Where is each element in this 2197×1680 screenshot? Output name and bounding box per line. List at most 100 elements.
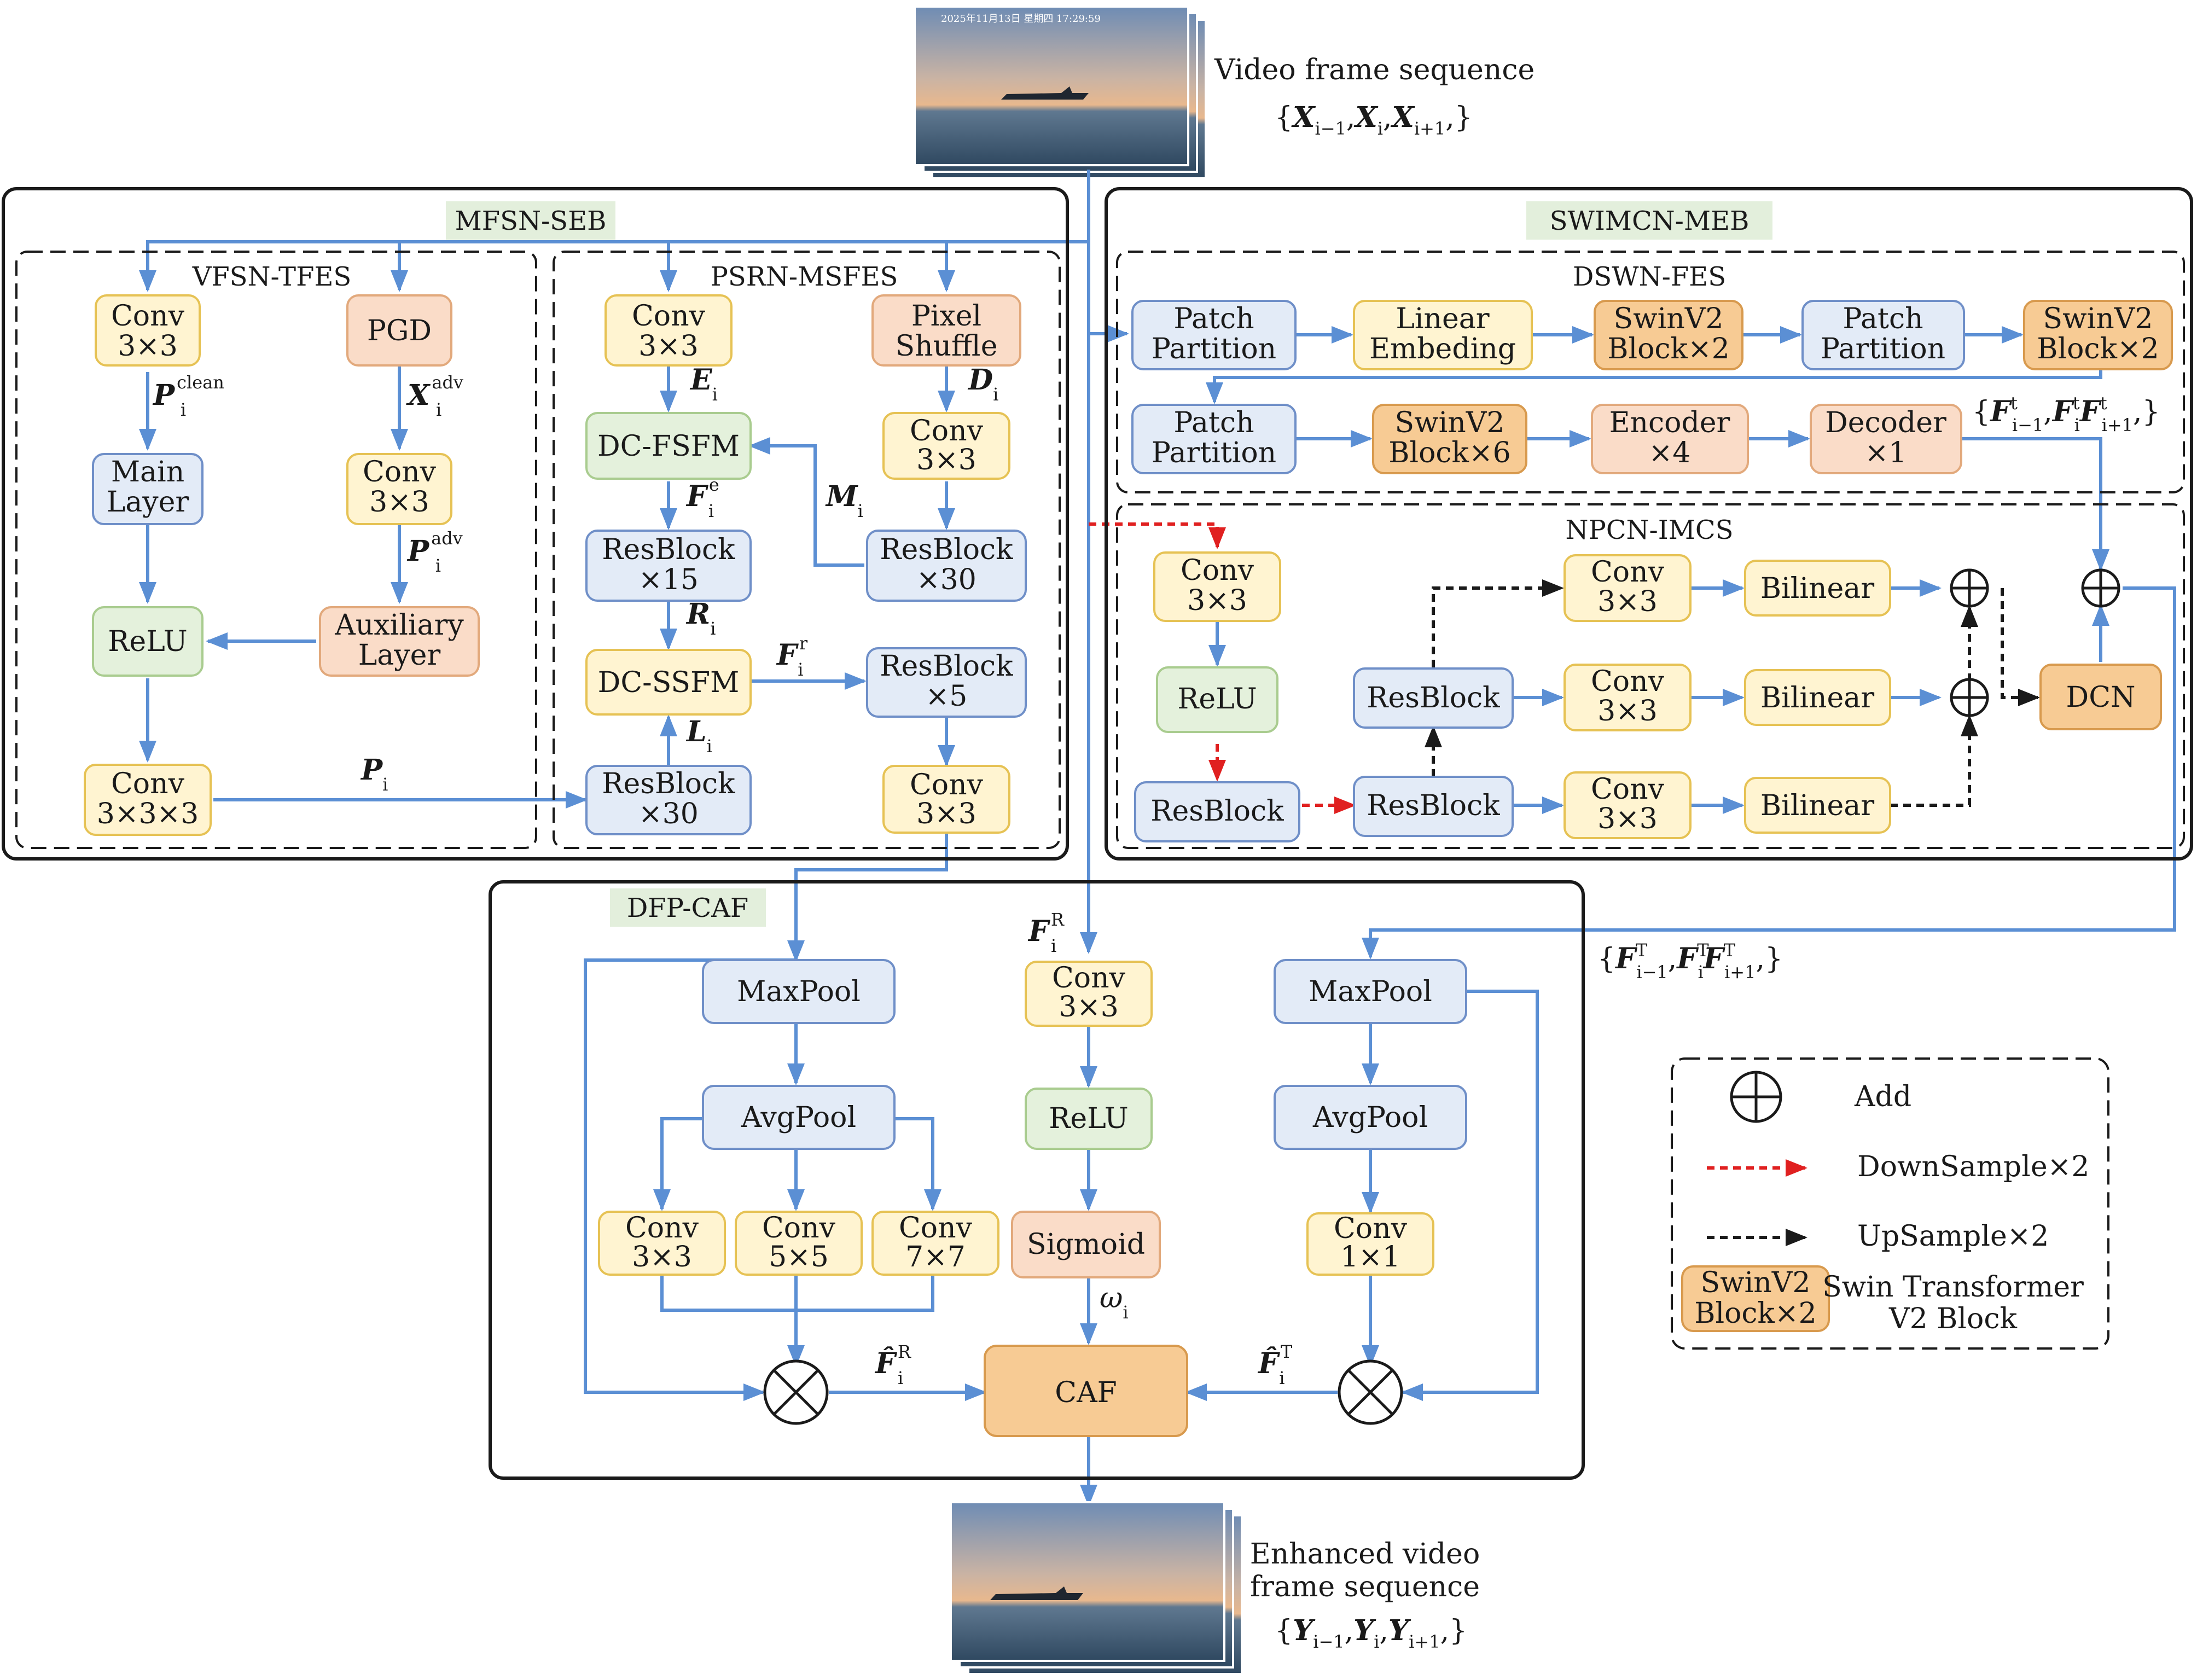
resblock-x30-bottom: ResBlock ×30 [585,765,752,835]
dswn-frame [1116,251,2185,493]
npcn-conv3x3-top: Conv 3×3 [1564,554,1692,622]
resblock-x5: ResBlock ×5 [866,647,1027,718]
svg-text:MaxPool: MaxPool [737,975,861,1008]
svg-text:ωi: ωi [1100,1282,1129,1323]
svg-text:ReLU: ReLU [1049,1102,1128,1135]
svg-text:Main: Main [111,456,184,489]
svg-text:Decoder: Decoder [1825,406,1946,439]
svg-text:3×3: 3×3 [1187,584,1247,617]
svg-text:ResBlock: ResBlock [880,533,1013,566]
svg-text:×30: ×30 [916,563,977,596]
svg-text:Block×6: Block×6 [1388,437,1510,469]
frame-stamp: 2025年11月13日 星期四 17:29:59 [941,13,1101,25]
dfp-maxpool-right: MaxPool [1274,959,1467,1024]
svg-text:3×3: 3×3 [1597,803,1658,835]
dfp-title: DFP-CAF [627,893,748,923]
svg-text:AvgPool: AvgPool [1312,1101,1428,1134]
svg-text:Bilinear: Bilinear [1760,682,1874,714]
svg-text:DC-SSFM: DC-SSFM [598,666,740,699]
add-icon [1730,1071,1782,1123]
dfp-avgpool-right: AvgPool [1274,1085,1467,1150]
svg-text:3×3: 3×3 [1597,585,1658,618]
output-caption-line1: Enhanced video [1250,1538,1480,1571]
psrn-conv3x3-out: Conv 3×3 [882,765,1010,834]
npcn-conv3x3: Conv 3×3 [1153,551,1281,622]
svg-text:Conv: Conv [363,456,437,489]
npcn-conv3x3-bot: Conv 3×3 [1564,771,1692,839]
legend-swin-desc-1: Swin Transformer [1822,1271,2084,1304]
linear-embeding-block: Linear Embeding [1353,300,1533,370]
svg-text:Layer: Layer [358,639,441,672]
svg-text:Conv: Conv [910,769,984,801]
svg-text:3×3: 3×3 [916,444,977,476]
npcn-resblock-3: ResBlock [1353,776,1514,837]
dfp-conv7x7: Conv 7×7 [871,1211,999,1276]
swinv2-block-x2-a: SwinV2 Block×2 [1594,300,1743,370]
npcn-title: NPCN-IMCS [1566,515,1734,545]
patch-partition-1: Patch Partition [1131,300,1297,370]
vfsn-conv3x3: Conv 3×3 [95,294,201,367]
bilinear-bot: Bilinear [1744,777,1891,834]
svg-text:Auxiliary: Auxiliary [334,609,464,642]
sample-arrows [1089,522,2040,814]
svg-text:3×3: 3×3 [638,330,699,363]
svg-text:Conv: Conv [1181,554,1254,587]
input-caption: Video frame sequence [1214,54,1535,86]
svg-text:5×5: 5×5 [769,1241,829,1274]
svg-text:Di: Di [967,363,998,405]
conv3x3x3-block: Conv 3×3×3 [84,764,212,836]
decoder-x1: Decoder ×1 [1810,404,1962,474]
svg-text:3×3×3: 3×3×3 [97,798,199,830]
legend-upsample: UpSample×2 [1857,1220,2049,1253]
patch-partition-3: Patch Partition [1131,404,1297,474]
svg-text:3×3: 3×3 [118,330,178,363]
svg-text:3×3: 3×3 [1597,695,1658,728]
section-frames [2,187,2193,1480]
swimcn-frame [1105,187,2193,861]
svg-text:Conv: Conv [762,1212,836,1245]
svg-text:×1: ×1 [1865,437,1907,469]
svg-text:ResBlock: ResBlock [1367,789,1500,822]
npcn-conv3x3-mid: Conv 3×3 [1564,664,1692,731]
svg-text:ResBlock: ResBlock [1150,795,1284,828]
legend: Add DownSample×2 UpSample×2 SwinV2 Block… [1681,1071,2089,1335]
auxiliary-layer-block: Auxiliary Layer [319,606,480,677]
svg-text:Embeding: Embeding [1369,333,1516,365]
svg-text:SwinV2: SwinV2 [1395,406,1505,439]
legend-add: Add [1854,1080,1911,1113]
add-icon [2081,568,2120,608]
sigmoid-block: Sigmoid [1011,1211,1161,1278]
svg-text:Block×2: Block×2 [2037,333,2159,365]
svg-text:Sigmoid: Sigmoid [1027,1228,1145,1261]
svg-text:Patch: Patch [1173,406,1254,439]
legend-swin-block-2: Block×2 [1694,1297,1816,1330]
pixel-shuffle-block: Pixel Shuffle [871,294,1021,367]
multiply-icon [1338,1359,1403,1425]
svg-text:3×3: 3×3 [632,1241,692,1274]
swimcn-title: SWIMCN-MEB [1550,206,1750,236]
svg-text:Conv: Conv [1334,1212,1408,1245]
resblock-x30-top: ResBlock ×30 [866,530,1027,602]
vfsn-title: VFSN-TFES [192,261,352,292]
legend-swin-desc-2: V2 Block [1888,1303,2017,1335]
svg-text:CAF: CAF [1055,1376,1117,1409]
svg-text:PGD: PGD [367,315,432,347]
dfp-avgpool-left: AvgPool [702,1085,896,1150]
svg-text:Li: Li [685,715,712,757]
svg-text:ReLU: ReLU [108,625,187,658]
dfp-relu: ReLU [1025,1088,1153,1150]
vfsn-conv3x3-adv: Conv 3×3 [346,453,452,525]
svg-text:ReLU: ReLU [1177,683,1257,716]
svg-text:3×3: 3×3 [1059,991,1119,1024]
vfsn-relu: ReLU [92,606,204,677]
dc-ssfm-block: DC-SSFM [585,649,752,716]
main-layer-block: Main Layer [92,453,204,525]
svg-text:Ei: Ei [689,363,718,405]
svg-text:F̂Ri: F̂Ri [874,1341,911,1388]
svg-text:Linear: Linear [1396,303,1489,335]
psrn-title: PSRN-MSFES [711,261,898,292]
